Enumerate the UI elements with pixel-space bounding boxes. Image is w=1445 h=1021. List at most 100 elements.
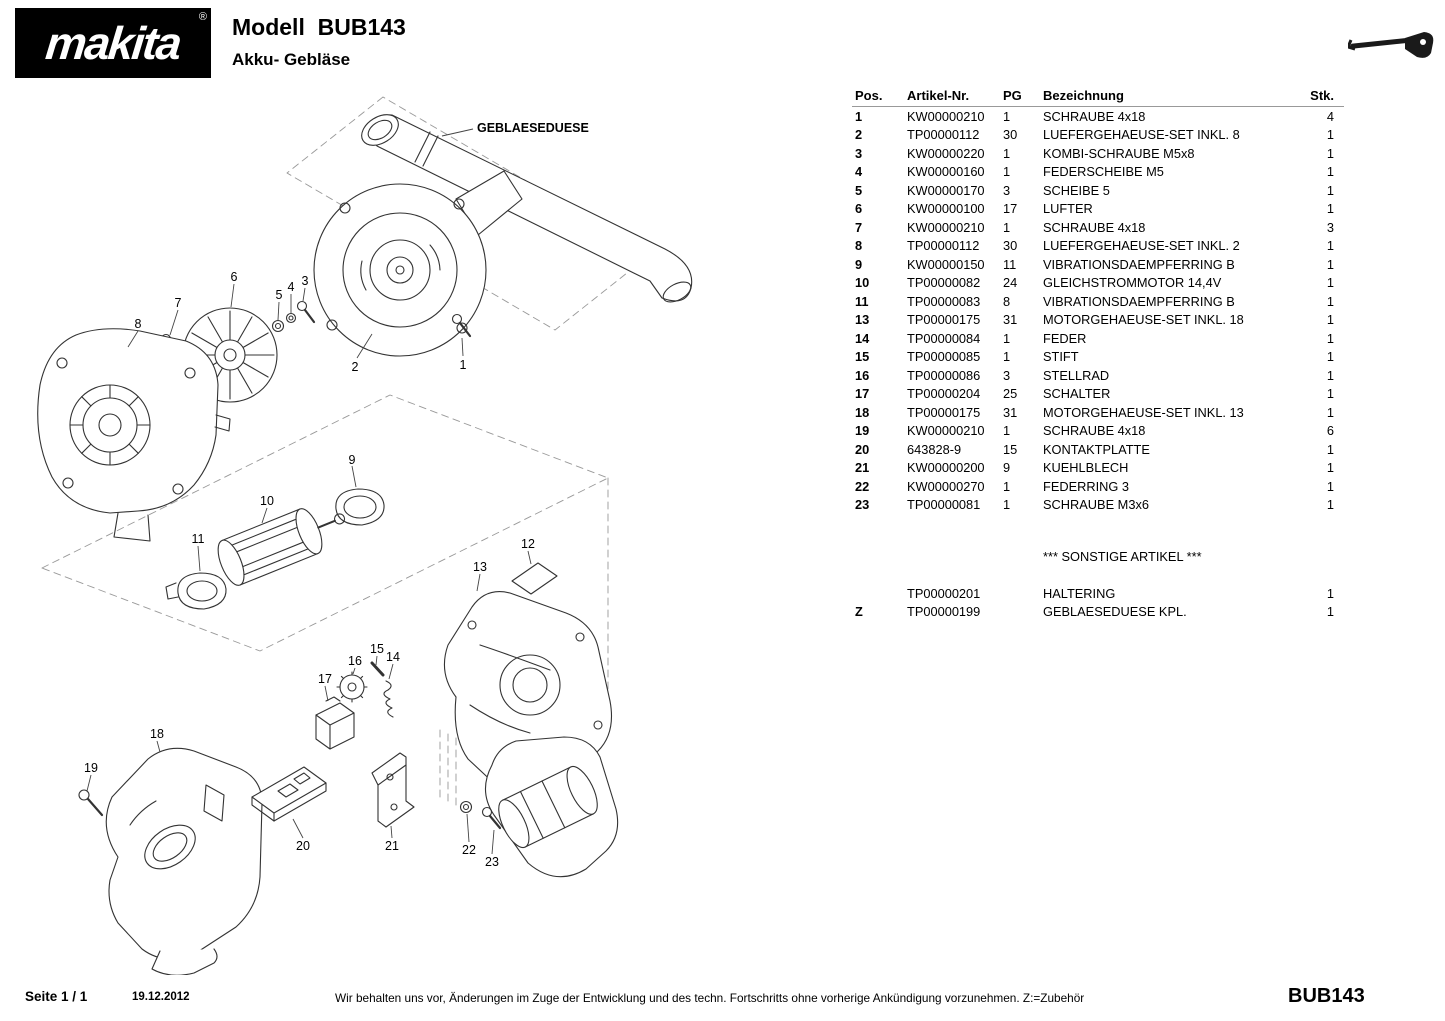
cell-artikel: TP00000086 xyxy=(907,367,981,383)
cell-bezeichnung: VIBRATIONSDAEMPFERRING B xyxy=(1043,293,1235,309)
cell-bezeichnung: KOMBI-SCHRAUBE M5x8 xyxy=(1043,145,1195,161)
col-header-bezeichnung: Bezeichnung xyxy=(1040,86,1300,107)
col-header-pos: Pos. xyxy=(852,86,904,107)
cell-pg: 1 xyxy=(1003,145,1011,161)
callout-7: 7 xyxy=(175,296,182,310)
cell-pg: 31 xyxy=(1003,404,1018,420)
table-row: 22 KW00000270 1 FEDERRING 3 1 xyxy=(852,477,1344,496)
cell-bezeichnung: SCHRAUBE M3x6 xyxy=(1043,497,1149,513)
callout-14: 14 xyxy=(386,650,400,664)
table-row: 19 KW00000210 1 SCHRAUBE 4x18 6 xyxy=(852,422,1344,441)
cell-pos: 7 xyxy=(855,219,863,235)
table-row: 11 TP00000083 8 VIBRATIONSDAEMPFERRING B… xyxy=(852,292,1344,311)
cell-stk: 1 xyxy=(1326,330,1334,346)
cell-artikel: KW00000210 xyxy=(907,423,985,439)
cell-bezeichnung: SCHRAUBE 4x18 xyxy=(1043,219,1146,235)
cell-pos: 10 xyxy=(855,275,870,291)
cell-stk: 1 xyxy=(1326,275,1334,291)
cell-artikel: TP00000084 xyxy=(907,330,981,346)
registered-mark: ® xyxy=(198,11,207,23)
cell-stk: 1 xyxy=(1326,293,1334,309)
cell-pos: 3 xyxy=(855,145,863,161)
title-block: Modell BUB143 Akku- Gebläse xyxy=(232,14,406,70)
cell-pos: 22 xyxy=(855,478,870,494)
cell-stk: 1 xyxy=(1326,367,1334,383)
col-header-stk: Stk. xyxy=(1300,86,1344,107)
vibration-damper-11 xyxy=(165,572,227,610)
table-row: 4 KW00000160 1 FEDERSCHEIBE M5 1 xyxy=(852,163,1344,182)
screw-19 xyxy=(78,789,104,817)
table-row: 8 TP00000112 30 LUEFERGEHAEUSE-SET INKL.… xyxy=(852,237,1344,256)
cell-pg: 11 xyxy=(1003,256,1017,272)
page-number: Seite 1 / 1 xyxy=(25,989,88,1004)
cell-artikel: KW00000200 xyxy=(907,460,985,476)
cell-bezeichnung: KONTAKTPLATTE xyxy=(1043,441,1150,457)
table-row: 16 TP00000086 3 STELLRAD 1 xyxy=(852,366,1344,385)
table-row: 9 KW00000150 11 VIBRATIONSDAEMPFERRING B… xyxy=(852,255,1344,274)
cell-stk: 1 xyxy=(1326,349,1334,365)
table-header-row: Pos. Artikel-Nr. PG Bezeichnung Stk. xyxy=(852,86,1344,107)
screw-1 xyxy=(451,313,472,338)
table-row: Z TP00000199 GEBLAESEDUESE KPL. 1 xyxy=(852,603,1344,622)
cell-pos: 4 xyxy=(855,164,863,180)
dial-16 xyxy=(336,671,368,703)
makita-logo: makita ® xyxy=(15,8,211,78)
cell-pg: 30 xyxy=(1003,238,1018,254)
cell-stk: 3 xyxy=(1326,219,1334,235)
cell-pos: 15 xyxy=(855,349,870,365)
table-row: 3 KW00000220 1 KOMBI-SCHRAUBE M5x8 1 xyxy=(852,144,1344,163)
parts-table-body: 1 KW00000210 1 SCHRAUBE 4x18 4 2 TP00000… xyxy=(852,107,1344,515)
col-header-artikel: Artikel-Nr. xyxy=(904,86,1000,107)
cell-pg xyxy=(1000,603,1040,622)
callout-21: 21 xyxy=(385,839,399,853)
cell-artikel: KW00000270 xyxy=(907,478,985,494)
cell-stk: 1 xyxy=(1326,127,1334,143)
table-row: 21 KW00000200 9 KUEHLBLECH 1 xyxy=(852,459,1344,478)
table-row: 6 KW00000100 17 LUFTER 1 xyxy=(852,200,1344,219)
contact-plate-20 xyxy=(251,766,327,822)
cell-artikel: TP00000112 xyxy=(907,238,980,254)
cell-artikel: TP00000204 xyxy=(907,386,981,402)
cell-bezeichnung: LUFTER xyxy=(1043,201,1093,217)
cell-pos: 5 xyxy=(855,182,863,198)
page-subtitle: Akku- Gebläse xyxy=(232,50,351,69)
cell-pg: 9 xyxy=(1003,460,1011,476)
callout-11: 11 xyxy=(192,532,205,546)
cell-artikel: TP00000175 xyxy=(907,312,981,328)
callout-19: 19 xyxy=(84,761,98,775)
table-row: 14 TP00000084 1 FEDER 1 xyxy=(852,329,1344,348)
cell-stk: 1 xyxy=(1326,460,1334,476)
callout-labels: 1 2 3 4 5 6 7 8 9 10 11 12 13 14 15 16 1… xyxy=(84,121,589,869)
parts-table: Pos. Artikel-Nr. PG Bezeichnung Stk. 1 K… xyxy=(852,86,1344,514)
callout-2: 2 xyxy=(352,360,359,374)
table-row: 2 TP00000112 30 LUEFERGEHAEUSE-SET INKL.… xyxy=(852,126,1344,145)
cell-bezeichnung: STELLRAD xyxy=(1043,367,1110,383)
cell-pos: 11 xyxy=(855,293,869,309)
construction-lines xyxy=(41,96,652,806)
pin-15 xyxy=(370,661,385,677)
switch-17 xyxy=(315,696,355,750)
cell-bezeichnung: SCHEIBE 5 xyxy=(1043,182,1110,198)
cell-stk: 1 xyxy=(1326,201,1334,217)
cell-bezeichnung: GEBLAESEDUESE KPL. xyxy=(1043,604,1187,620)
cell-pg: 3 xyxy=(1003,367,1011,383)
cell-pg: 1 xyxy=(1003,164,1011,180)
cell-pg: 24 xyxy=(1003,275,1018,291)
screw-23 xyxy=(481,806,502,830)
cell-pos: 17 xyxy=(855,386,870,402)
cell-stk: 1 xyxy=(1326,164,1334,180)
table-row: TP00000201 HALTERING 1 xyxy=(852,584,1344,603)
cell-bezeichnung: SCHRAUBE 4x18 xyxy=(1043,108,1146,124)
vibration-damper-9 xyxy=(335,488,385,526)
cell-bezeichnung: VIBRATIONSDAEMPFERRING B xyxy=(1043,256,1235,272)
combi-screw-3 xyxy=(296,300,316,324)
label-plate-12 xyxy=(511,562,558,595)
callout-10: 10 xyxy=(260,494,274,508)
cell-artikel: KW00000220 xyxy=(907,145,985,161)
callout-22: 22 xyxy=(462,843,476,857)
sonstige-section-title: *** SONSTIGE ARTIKEL *** xyxy=(1043,549,1202,564)
callout-4: 4 xyxy=(288,280,295,294)
page-title: Modell BUB143 xyxy=(232,14,406,40)
cell-stk: 1 xyxy=(1326,585,1334,601)
cell-stk: 1 xyxy=(1326,312,1334,328)
